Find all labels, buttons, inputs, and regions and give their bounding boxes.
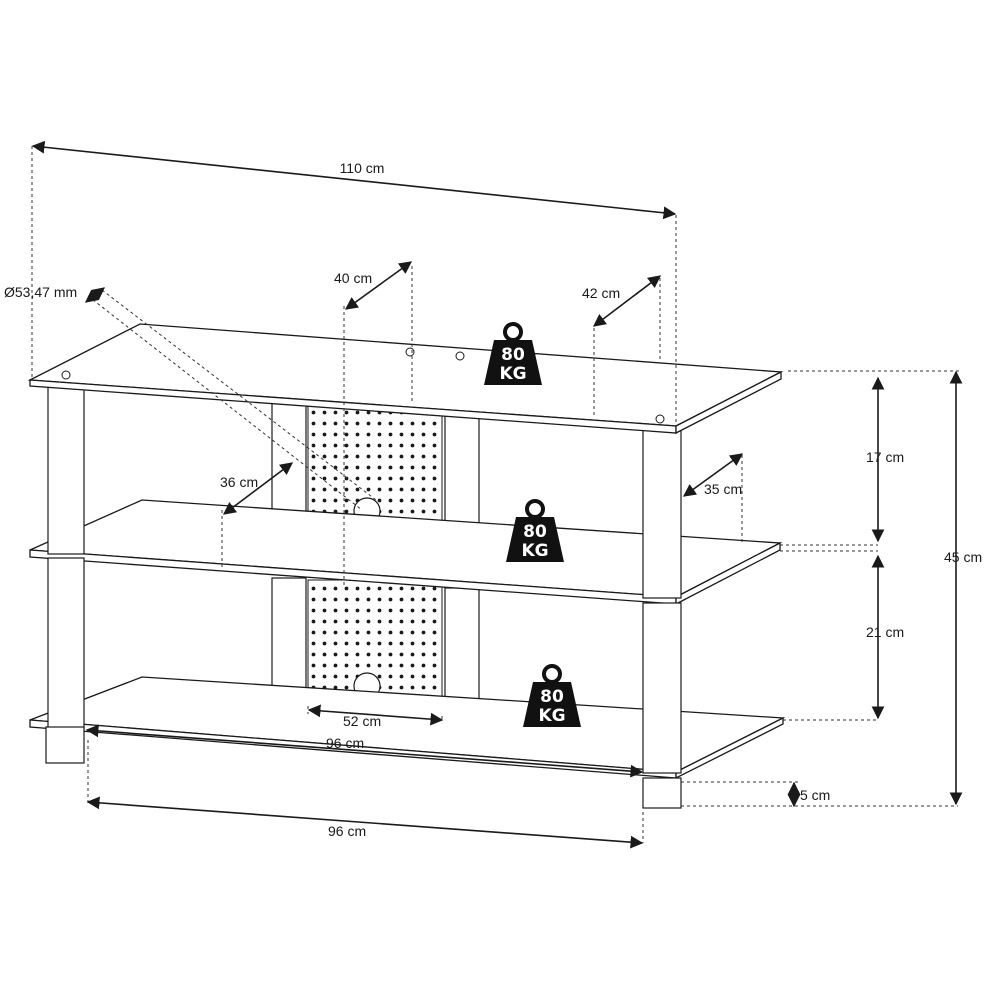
weight-value-bottom: 80	[540, 687, 564, 707]
bolt-hole	[61, 370, 71, 380]
label-inner-width-bottom: 96 cm	[326, 735, 364, 751]
front-post-right-upper	[642, 429, 682, 599]
front-post-left-upper	[47, 385, 85, 555]
arrow-panel-width	[307, 704, 444, 726]
weight-icon-top: 80 KG	[484, 322, 542, 385]
arrow-foot-spacing	[86, 796, 644, 849]
bolt-hole	[455, 351, 465, 361]
weight-icon-bottom: 80 KG	[523, 664, 581, 727]
weight-value-middle: 80	[523, 522, 547, 542]
arrow-depth-middle-right	[682, 453, 744, 497]
label-depth-inner: 40 cm	[334, 270, 372, 286]
arrow-inner-width-bottom	[85, 724, 644, 778]
weight-unit-top: KG	[499, 364, 526, 384]
arrow-width-top	[31, 140, 677, 220]
foot-right	[642, 777, 682, 809]
shelf-middle-side	[675, 541, 781, 606]
label-foot-height: 5 cm	[800, 787, 830, 803]
front-posts	[45, 385, 682, 809]
front-post-left-lower	[47, 557, 85, 731]
label-width-top: 110 cm	[340, 160, 385, 176]
label-panel-width: 52 cm	[343, 713, 381, 729]
weight-unit-bottom: KG	[538, 706, 565, 726]
label-depth-top: 42 cm	[582, 285, 620, 301]
shelf-top-side	[675, 370, 782, 435]
label-depth-middle-right: 35 cm	[704, 481, 742, 497]
label-tube-diameter: Ø53,47 mm	[4, 284, 77, 300]
dimension-labels: 110 cm Ø53,47 mm 40 cm 42 cm 17 cm 21 cm…	[4, 160, 982, 839]
arrow-depth-inner	[344, 261, 413, 310]
bolt-hole	[655, 414, 665, 424]
label-total-height: 45 cm	[944, 549, 982, 565]
label-clearance-bottom: 21 cm	[866, 624, 904, 640]
shelf-top-group	[27, 323, 784, 435]
front-post-right-lower	[642, 602, 682, 774]
arrow-depth-top	[592, 275, 662, 327]
label-depth-middle-left: 36 cm	[220, 474, 258, 490]
bolt-hole	[405, 347, 415, 357]
dimension-arrows	[31, 140, 963, 849]
arrow-depth-middle-left	[222, 462, 294, 515]
weight-value-top: 80	[501, 345, 525, 365]
shelf-bottom-side	[675, 716, 784, 780]
weight-unit-middle: KG	[521, 541, 548, 561]
foot-left	[45, 726, 85, 764]
label-foot-spacing: 96 cm	[328, 823, 366, 839]
weight-icon-middle: 80 KG	[506, 499, 564, 562]
label-clearance-top: 17 cm	[866, 449, 904, 465]
arrow-tube-diameter	[84, 287, 106, 303]
